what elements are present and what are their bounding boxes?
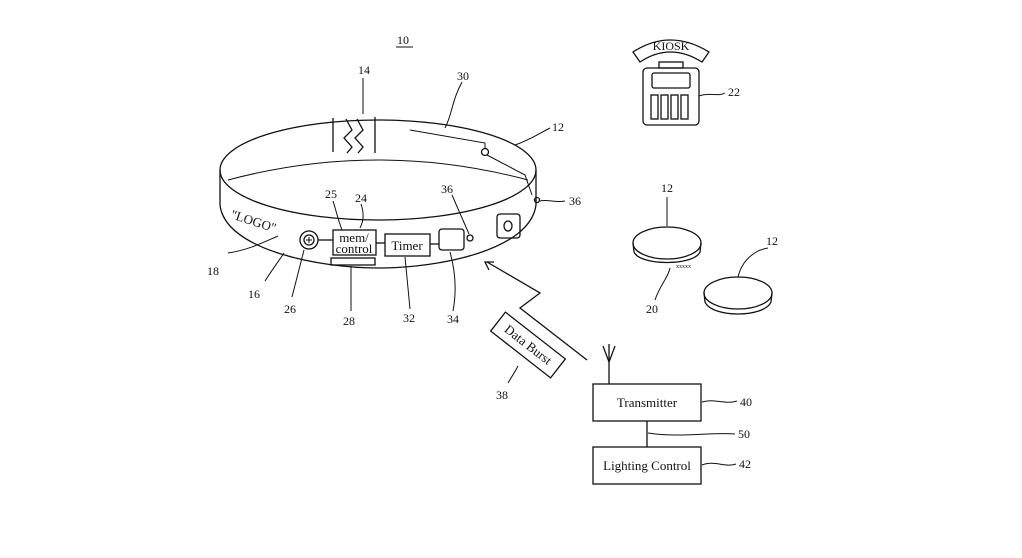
kiosk-neck (659, 62, 683, 68)
ref-12b: 12 (661, 181, 673, 195)
timer-label: Timer (391, 238, 423, 253)
control-label: control (336, 241, 373, 256)
data-burst: Data Burst (485, 262, 587, 383)
ref-38: 38 (496, 388, 508, 402)
led-side (535, 198, 540, 203)
small-band-right-top (704, 277, 772, 309)
led-front (467, 235, 473, 241)
lighting-control-label: Lighting Control (603, 458, 691, 473)
leader-20 (655, 268, 670, 300)
transmitter-label: Transmitter (617, 395, 678, 410)
battery-strip (331, 258, 375, 265)
leader-22 (699, 93, 725, 96)
leader-50 (648, 433, 735, 435)
band-inner-edge (228, 160, 528, 180)
band-top-rim (220, 120, 536, 220)
transmitter-system: Transmitter Lighting Control (593, 344, 737, 484)
leader-38 (508, 366, 518, 383)
ref-30: 30 (457, 69, 469, 83)
leader-30 (445, 82, 462, 128)
ref-14: 14 (358, 63, 370, 77)
leader-36b (540, 200, 565, 201)
ref-28: 28 (343, 314, 355, 328)
ref-16: 16 (248, 287, 260, 301)
ref-18: 18 (207, 264, 219, 278)
leader-16 (265, 253, 284, 281)
antenna-arm-right (609, 346, 615, 362)
kiosk-slot-2 (661, 95, 668, 119)
ref-24: 24 (355, 191, 367, 205)
small-band-left-marks: xxxxx (676, 264, 691, 270)
ref-26: 26 (284, 302, 296, 316)
small-band-right-side (704, 293, 772, 314)
small-band-left: xxxxx (633, 197, 701, 300)
leader-12c (738, 248, 768, 277)
kiosk-slot-4 (681, 95, 688, 119)
kiosk-screen (652, 73, 690, 88)
ref-36b: 36 (569, 194, 581, 208)
leader-25 (333, 201, 342, 230)
ref-12c: 12 (766, 234, 778, 248)
kiosk-label: KIOSK (653, 39, 690, 53)
logo-text: "LOGO" (229, 207, 278, 236)
small-band-left-top (633, 227, 701, 259)
ref-12a: 12 (552, 120, 564, 134)
ref-50: 50 (738, 427, 750, 441)
small-band-right (704, 248, 772, 314)
wristband-main: "LOGO" mem/ control Timer (220, 117, 540, 268)
antenna-node (482, 149, 489, 156)
clasp-zigzag-2 (355, 119, 363, 153)
ref-36a: 36 (441, 182, 453, 196)
kiosk: KIOSK (633, 39, 725, 125)
antenna-arm-left (603, 346, 609, 362)
clasp-zigzag-1 (344, 119, 352, 153)
leader-12a (515, 128, 550, 145)
leader-24 (360, 204, 363, 228)
ref-42: 42 (739, 457, 751, 471)
antenna-wire (410, 130, 485, 149)
receiver-box (439, 229, 464, 250)
figure-number: 10 (397, 33, 409, 47)
ref-22: 22 (728, 85, 740, 99)
side-panel-oval (504, 221, 512, 231)
leader-32 (405, 257, 410, 309)
ref-20: 20 (646, 302, 658, 316)
leader-40 (702, 401, 737, 403)
ref-32: 32 (403, 311, 415, 325)
ref-40: 40 (740, 395, 752, 409)
kiosk-slot-1 (651, 95, 658, 119)
leader-42 (702, 463, 736, 465)
band-bottom-edge (220, 205, 536, 268)
ref-25: 25 (325, 187, 337, 201)
ref-34: 34 (447, 312, 459, 326)
kiosk-slot-3 (671, 95, 678, 119)
